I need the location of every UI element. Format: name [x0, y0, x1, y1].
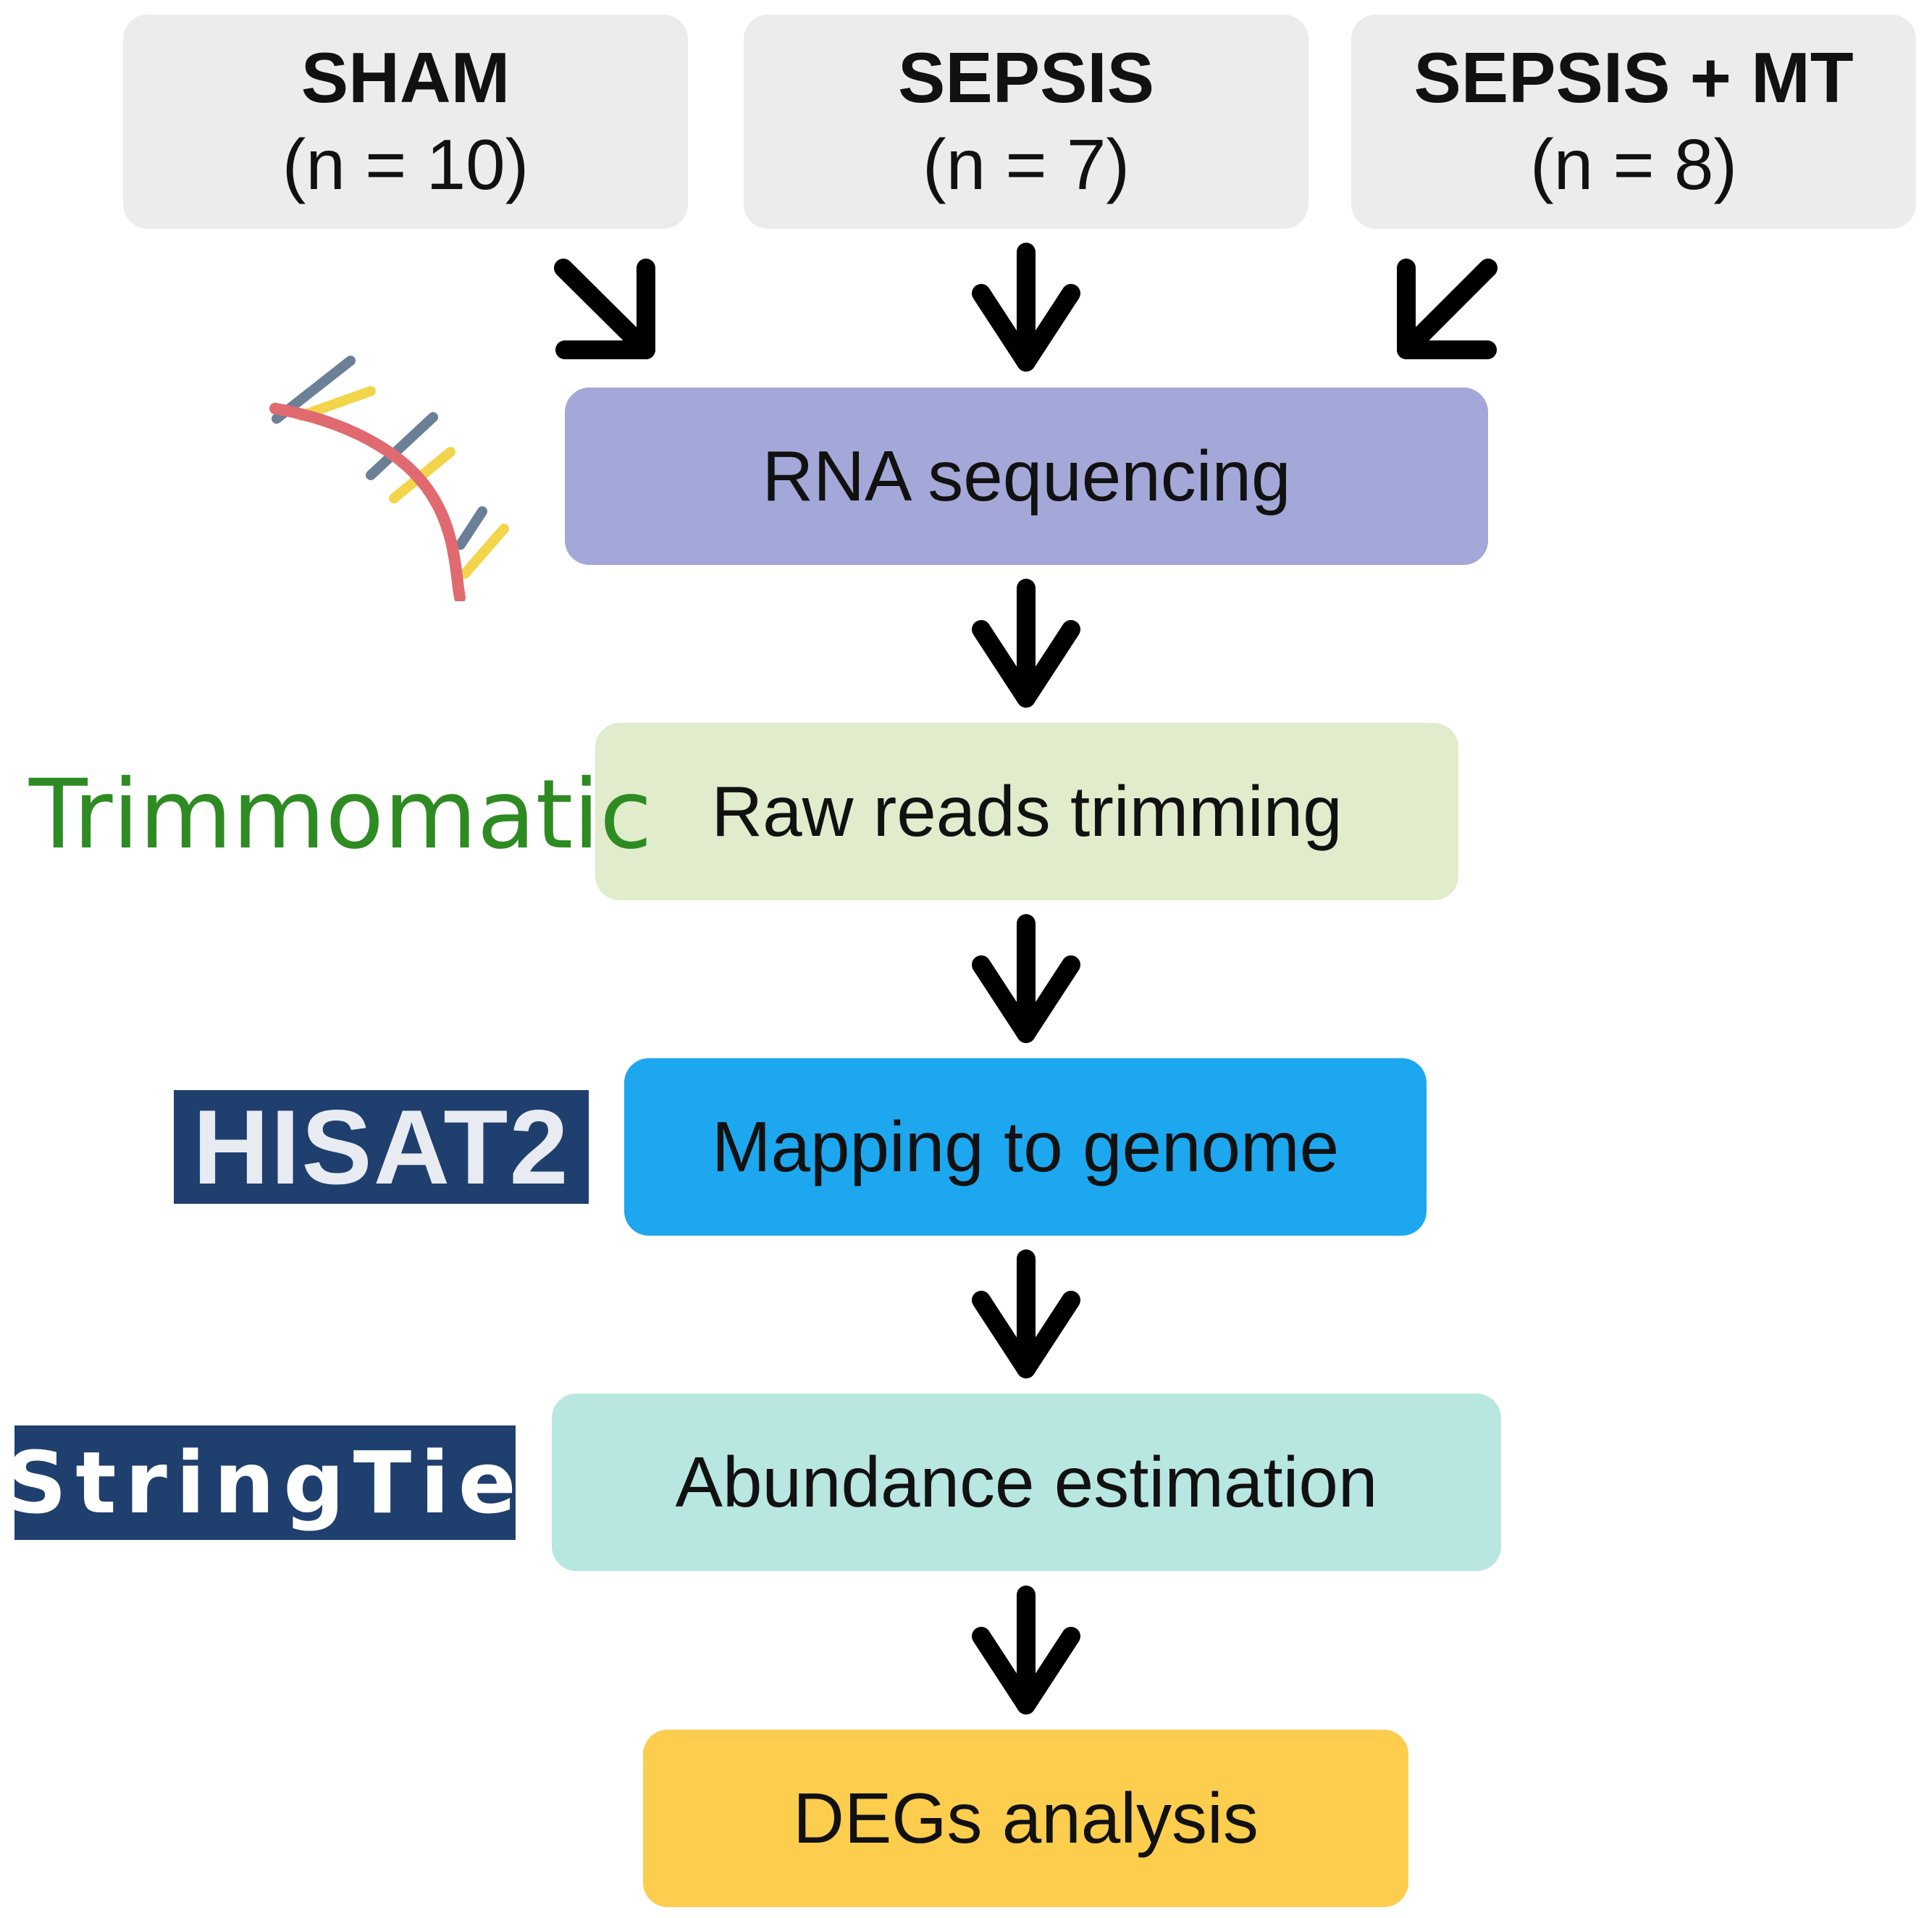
arrow-step-4 — [972, 1586, 1080, 1714]
group-name: SEPSIS — [897, 38, 1155, 118]
step-label: Abundance estimation — [675, 1442, 1378, 1522]
dna-icon — [269, 356, 509, 601]
step-abundance-estimation: Abundance estimation — [552, 1394, 1501, 1571]
step-degs-analysis: DEGs analysis — [643, 1730, 1408, 1907]
step-label: DEGs analysis — [793, 1778, 1259, 1858]
step-raw-reads-trimming: Raw reads trimming — [595, 723, 1458, 900]
arrow-sham — [554, 259, 655, 359]
group-name: SEPSIS + MT — [1414, 38, 1854, 118]
step-rna-sequencing: RNA sequencing — [565, 388, 1488, 565]
arrow-step-2 — [972, 914, 1080, 1043]
group-box-sepsis: SEPSIS (n = 7) — [744, 14, 1309, 229]
hisat2-label: HISAT2 — [193, 1087, 570, 1206]
hisat2-logo: HISAT2 — [174, 1088, 589, 1206]
group-box-sepsis-mt: SEPSIS + MT (n = 8) — [1351, 14, 1916, 229]
step-label: Raw reads trimming — [711, 771, 1343, 851]
step-label: Mapping to genome — [711, 1107, 1340, 1186]
stringtie-logo: StringTie — [5, 1425, 516, 1540]
step-label: RNA sequencing — [762, 436, 1291, 516]
trimmomatic-label: Trimmomatic — [29, 759, 652, 871]
group-box-sham: SHAM (n = 10) — [123, 14, 688, 229]
group-count: (n = 10) — [282, 125, 529, 204]
arrow-sepsis-mt — [1397, 259, 1498, 359]
arrow-step-3 — [972, 1249, 1080, 1378]
step-mapping-to-genome: Mapping to genome — [624, 1058, 1427, 1236]
arrow-sepsis — [972, 243, 1080, 372]
group-count: (n = 8) — [1530, 125, 1737, 204]
stringtie-label: StringTie — [5, 1433, 525, 1533]
group-count: (n = 7) — [923, 125, 1130, 204]
arrow-step-1 — [972, 579, 1080, 708]
trimmomatic-logo: Trimmomatic — [29, 753, 652, 876]
group-name: SHAM — [301, 38, 511, 118]
